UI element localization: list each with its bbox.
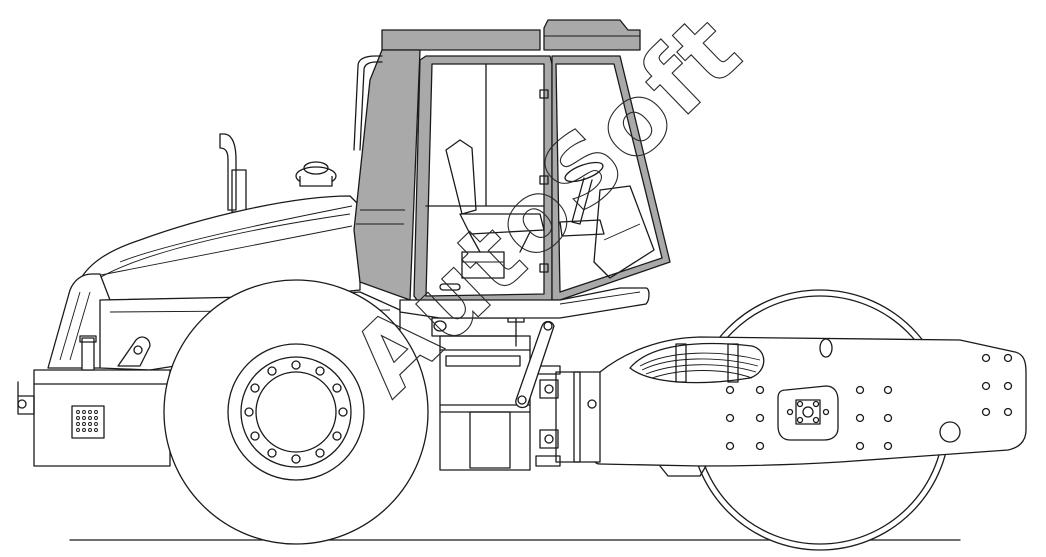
front-frame <box>431 311 555 471</box>
operator-cab <box>353 19 671 305</box>
cab-platform <box>399 287 650 319</box>
front-wheel <box>163 279 429 545</box>
drum-frame <box>591 336 1027 477</box>
bumper-grille <box>76 410 98 432</box>
articulation-joint <box>535 365 601 467</box>
